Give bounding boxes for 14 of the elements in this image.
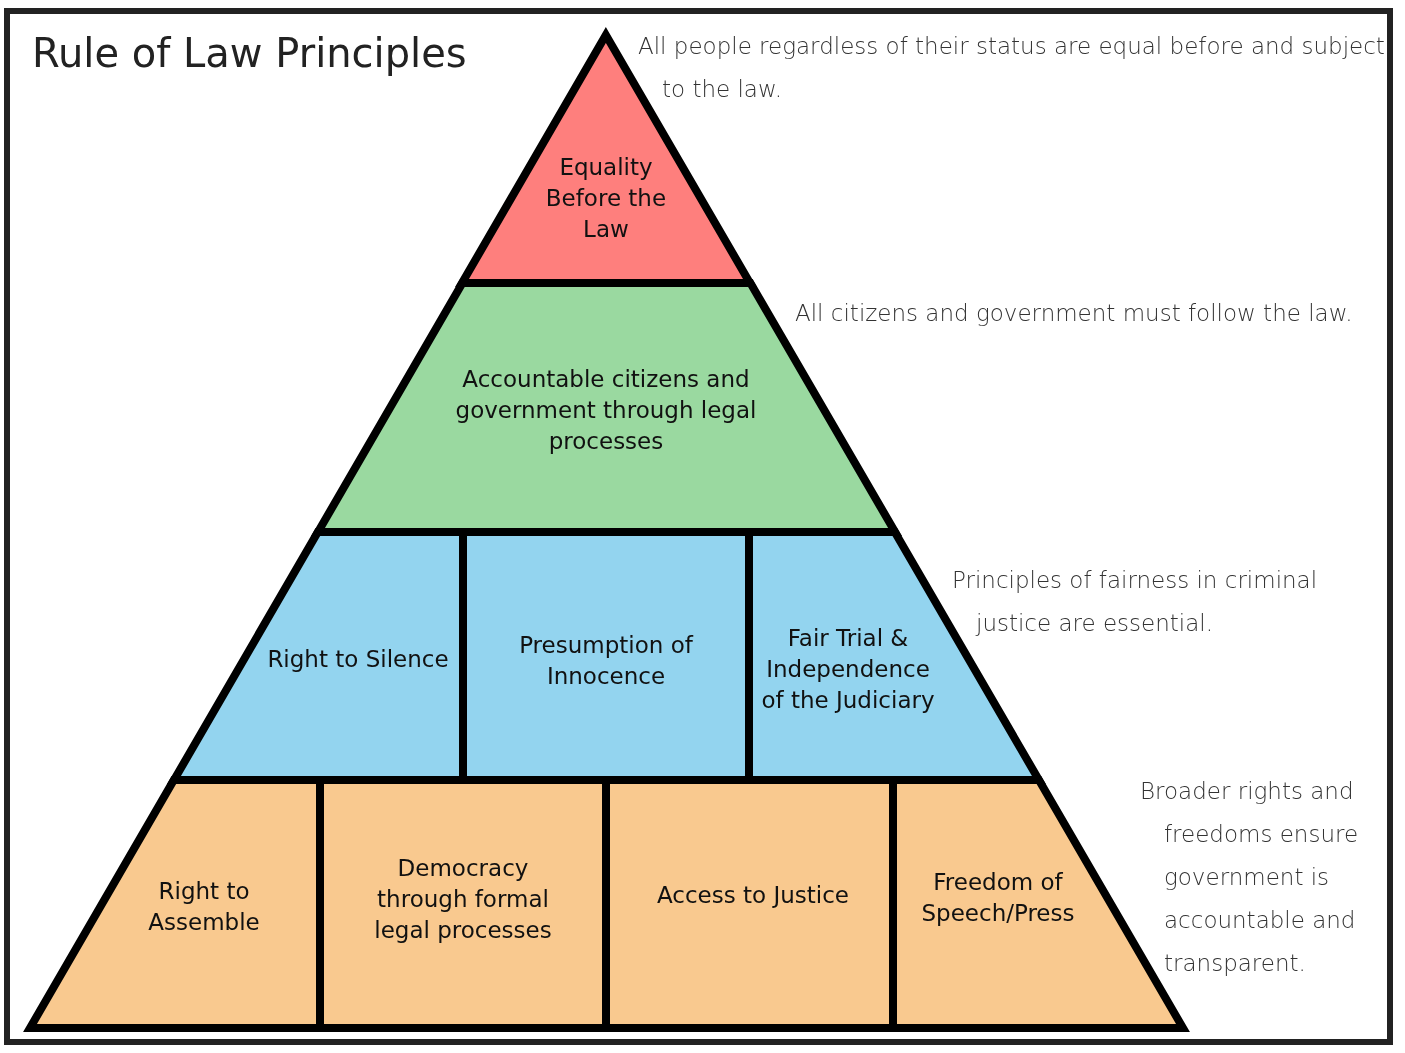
description-text: All people regardless of their status are equal before and subject to the law.	[638, 32, 1386, 104]
description-text: Principles of fairness in criminal justice are essential.	[952, 566, 1319, 638]
segment-label: Right to Assemble	[147, 877, 261, 937]
segment-label: Accountable citizens and government through legal processes	[454, 364, 758, 456]
description-text: All citizens and government must follow the law.	[795, 299, 1354, 328]
segment-label: Freedom of Speech/Press	[920, 868, 1076, 928]
segment-label: Access to Justice	[656, 880, 850, 910]
segment-label: Fair Trial & Independence of the Judiciary	[760, 623, 936, 715]
segment-label: Democracy through formal legal processes	[373, 853, 553, 945]
segment-label: Equality Before the Law	[544, 152, 668, 244]
description-text: Broader rights and freedoms ensure government is accountable and transparent.	[1140, 777, 1360, 978]
segment-label: Right to Silence	[266, 644, 450, 674]
segment-label: Presumption of Innocence	[518, 631, 695, 691]
diagram-title: Rule of Law Principles	[32, 30, 467, 76]
